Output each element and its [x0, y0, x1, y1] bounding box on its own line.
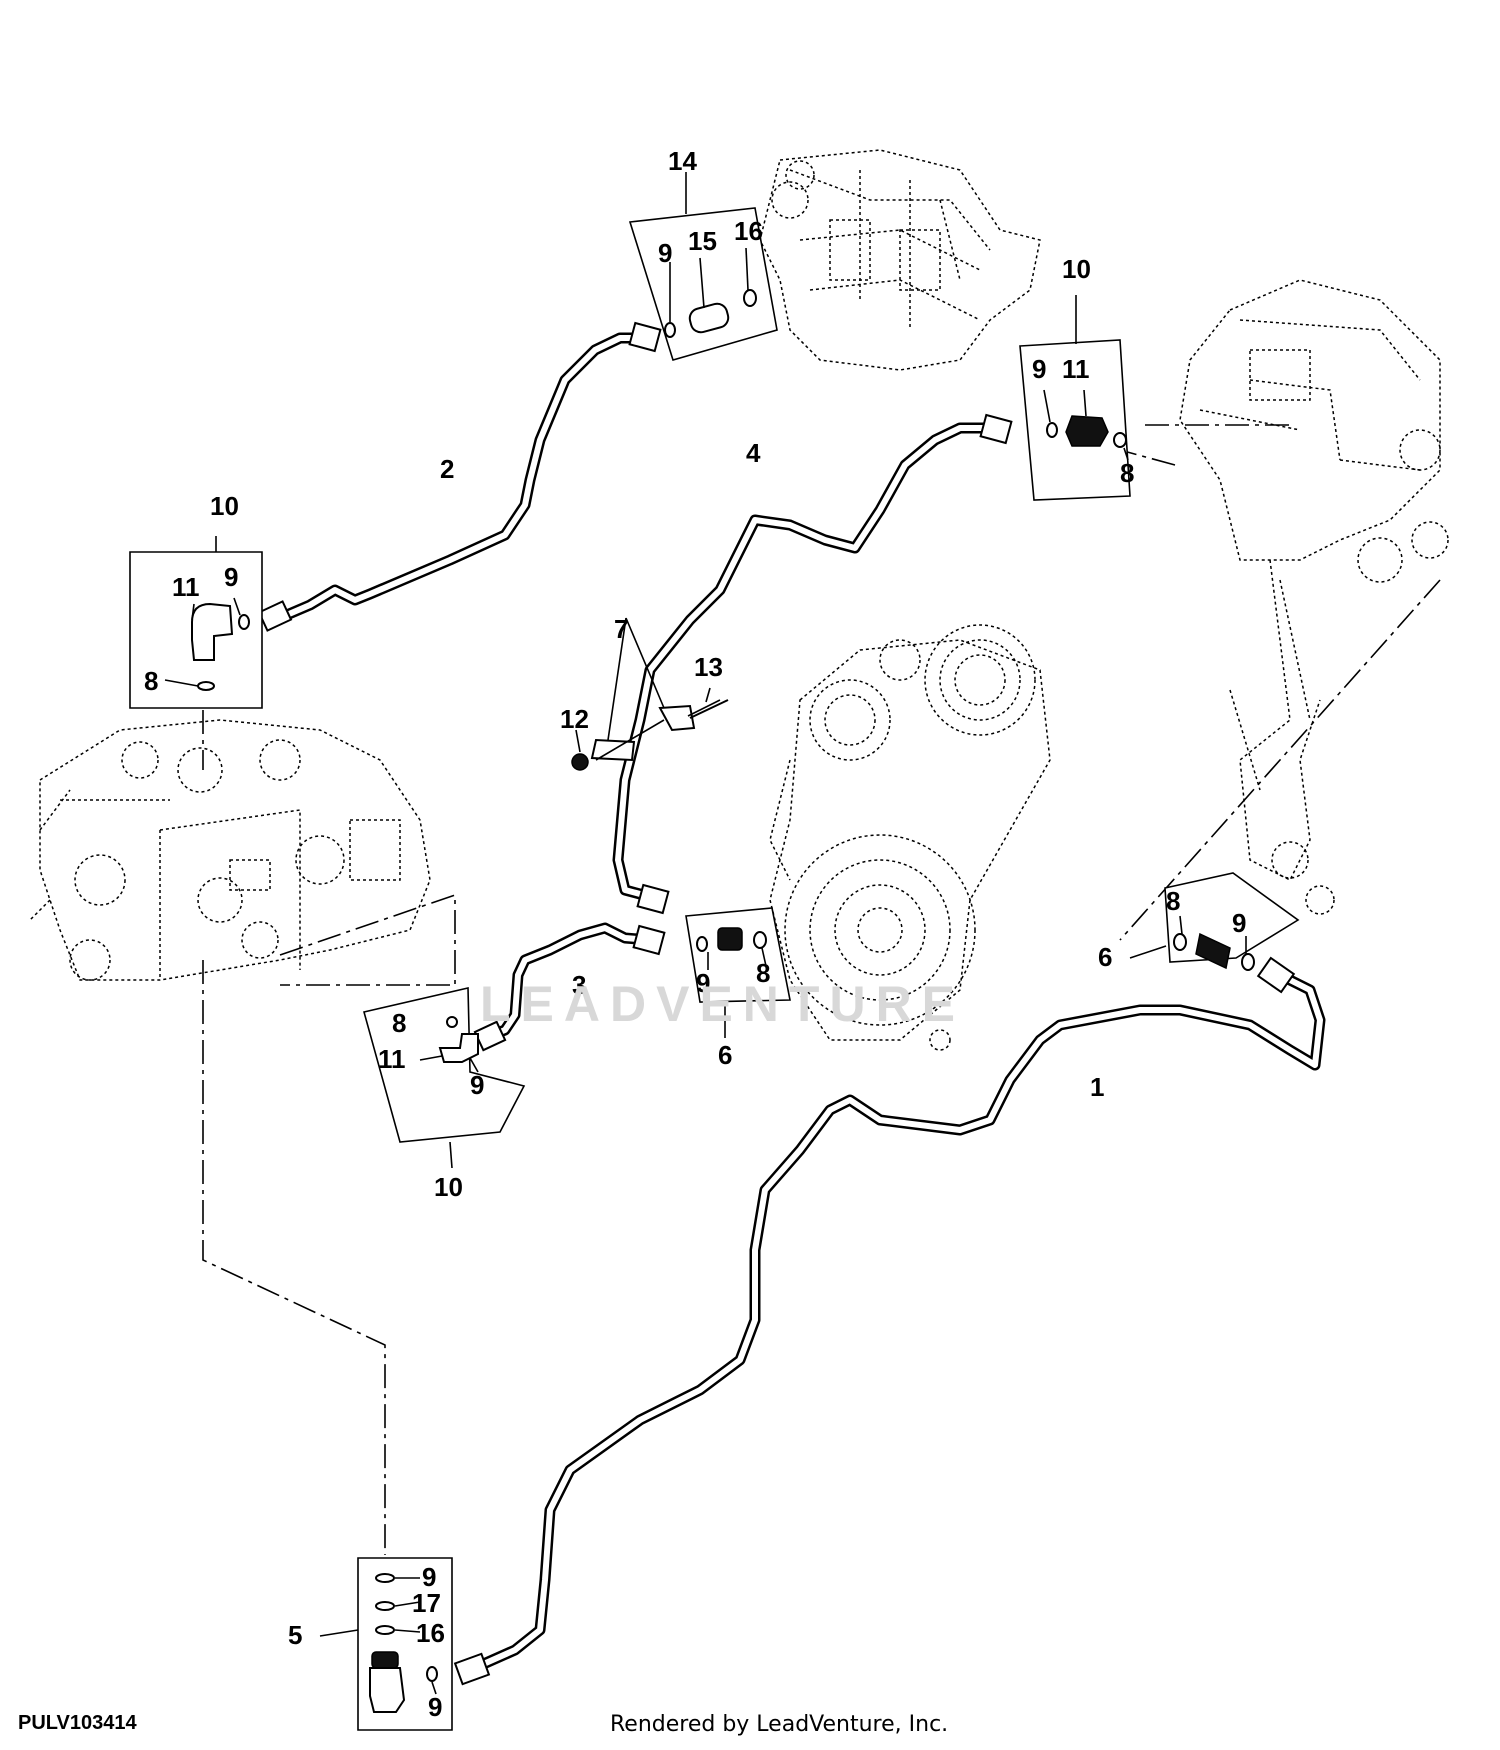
callout-8: 8 — [392, 1008, 406, 1038]
callout-16: 16 — [734, 216, 763, 246]
tube-nut-h — [453, 1652, 491, 1686]
callout-8: 8 — [756, 958, 770, 988]
render-credit: Rendered by LeadVenture, Inc. — [610, 1712, 949, 1737]
upper-valve-assembly — [759, 149, 1041, 371]
watermark-text: LEADVENTURE — [480, 976, 966, 1032]
callout-10: 10 — [434, 1172, 463, 1202]
callout-8: 8 — [1120, 458, 1134, 488]
figure-code: PULV103414 — [18, 1712, 137, 1734]
callout-14: 14 — [668, 146, 697, 176]
callout-11: 11 — [1062, 354, 1090, 384]
detail-box-5 — [319, 1557, 453, 1731]
tube-nut-e — [632, 924, 666, 956]
right-valve-assembly — [1179, 279, 1449, 915]
callout-9: 9 — [428, 1692, 442, 1722]
tube-nut-c — [979, 413, 1013, 445]
detail-box-10-upper — [1019, 295, 1131, 501]
callout-labels: 14 9 15 16 10 9 11 8 2 4 10 11 9 8 7 13 … — [144, 146, 1246, 1722]
callout-6: 6 — [718, 1040, 732, 1070]
tube-nut-b — [628, 321, 662, 353]
callout-8: 8 — [1166, 886, 1180, 916]
tube-nut-g — [1256, 956, 1296, 994]
callout-12: 12 — [560, 704, 589, 734]
callout-11: 11 — [378, 1044, 406, 1074]
tube-nut-d — [636, 883, 670, 915]
callout-6: 6 — [1098, 942, 1112, 972]
callout-9: 9 — [696, 968, 710, 998]
detail-box-10-left — [129, 536, 263, 709]
callout-8: 8 — [144, 666, 158, 696]
callout-9: 9 — [1032, 354, 1046, 384]
left-valve-assembly — [29, 719, 431, 981]
tube-3 — [484, 922, 656, 1042]
callout-10: 10 — [1062, 254, 1091, 284]
callout-9: 9 — [470, 1070, 484, 1100]
detail-box-10-lower — [363, 986, 526, 1169]
callout-16: 16 — [416, 1618, 445, 1648]
callout-9: 9 — [224, 562, 238, 592]
callout-7: 7 — [614, 614, 628, 644]
tube-clamp — [571, 617, 729, 771]
tube-4 — [612, 422, 996, 904]
callout-10: 10 — [210, 491, 239, 521]
callout-9: 9 — [658, 238, 672, 268]
detail-box-6-right — [1129, 872, 1300, 971]
callout-3: 3 — [572, 970, 586, 1000]
callout-17: 17 — [412, 1588, 441, 1618]
callout-2: 2 — [440, 454, 454, 484]
detail-box-14 — [628, 172, 778, 361]
callout-9: 9 — [1232, 908, 1246, 938]
callout-15: 15 — [688, 226, 717, 256]
callout-13: 13 — [694, 652, 723, 682]
callout-4: 4 — [746, 438, 761, 468]
detail-box-6-center — [685, 907, 791, 1038]
tube-2 — [269, 332, 651, 626]
callout-11: 11 — [172, 572, 200, 602]
callout-9: 9 — [422, 1562, 436, 1592]
callout-5: 5 — [288, 1620, 302, 1650]
tube-nut-a — [257, 600, 293, 632]
callout-1: 1 — [1090, 1072, 1104, 1102]
tube-1 — [464, 969, 1326, 1676]
tube-nut-f — [473, 1020, 507, 1052]
